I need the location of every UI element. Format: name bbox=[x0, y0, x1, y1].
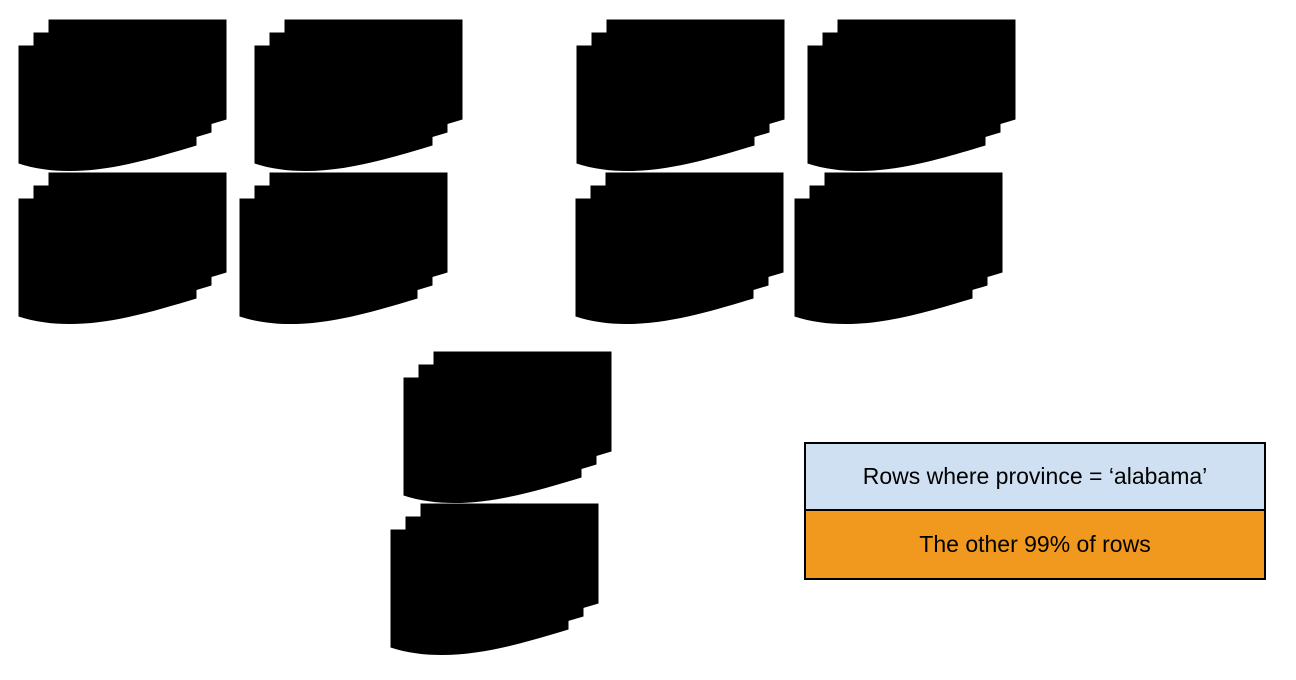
region-stack-us-west-2: us-west-2 bbox=[17, 171, 228, 329]
region-stack-us-east-1: us-east-1 bbox=[253, 18, 464, 176]
document-icon bbox=[253, 44, 434, 175]
document-icon bbox=[806, 44, 987, 175]
document-icon bbox=[575, 44, 756, 175]
region-stack-eu-west-1: eu-west-1 bbox=[575, 18, 786, 176]
region-stack-eu-west-2: eu-west-2 bbox=[574, 171, 785, 329]
region-stack-ap-east-2: ap-east-2 bbox=[389, 502, 600, 660]
document-icon bbox=[574, 197, 755, 328]
document-icon bbox=[17, 197, 198, 328]
legend: Rows where province = ‘alabama’ The othe… bbox=[804, 442, 1266, 580]
document-icon bbox=[402, 376, 583, 507]
document-icon bbox=[389, 528, 570, 659]
document-icon bbox=[793, 197, 974, 328]
legend-item-other-rows: The other 99% of rows bbox=[806, 511, 1264, 578]
region-stack-eu-east-2: eu-east-2 bbox=[793, 171, 1004, 329]
document-icon bbox=[17, 44, 198, 175]
region-stack-ap-east-1: ap-east-1 bbox=[402, 350, 613, 508]
region-stack-eu-east-1: eu-east-1 bbox=[806, 18, 1017, 176]
legend-item-normal-rows: Rows where province = ‘alabama’ bbox=[806, 444, 1264, 511]
document-icon bbox=[238, 197, 419, 328]
region-stack-us-west-1: us-west-1 bbox=[17, 18, 228, 176]
region-stack-us-east-2: us-east-2 bbox=[238, 171, 449, 329]
